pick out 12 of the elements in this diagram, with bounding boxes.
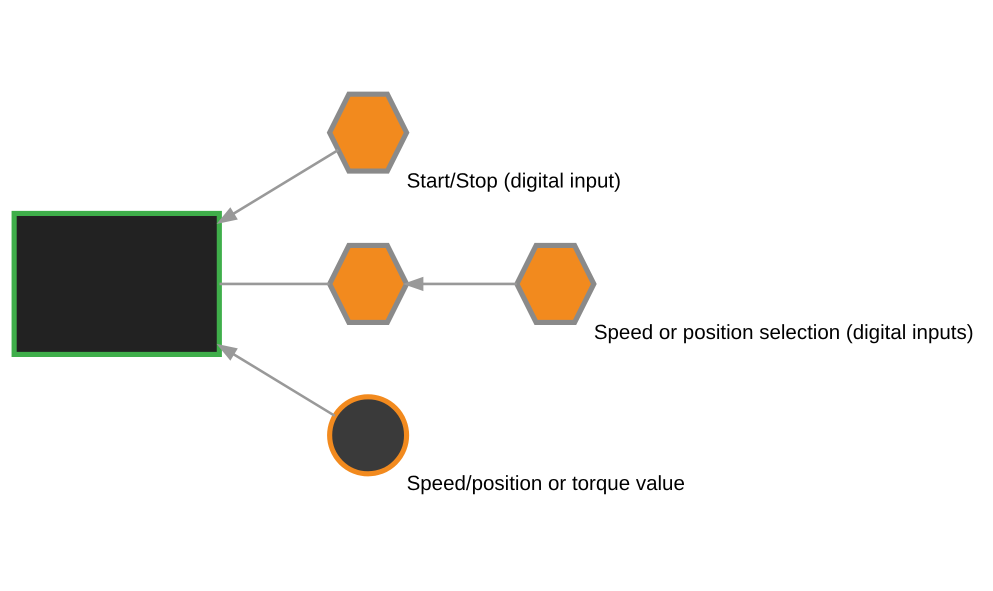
node-label: Speed/position or torque value <box>406 472 684 496</box>
node-hexagon <box>326 242 409 325</box>
node-label: Speed or position selection (digital inputs) <box>593 320 974 344</box>
node-box <box>11 210 222 358</box>
node-hexagon <box>326 92 409 174</box>
arrow <box>216 344 335 417</box>
node-label: Start/Stop (digital input) <box>406 170 620 193</box>
node-circle <box>326 394 409 476</box>
arrow <box>216 148 338 224</box>
connector <box>219 282 330 286</box>
node-hexagon <box>514 242 596 325</box>
arrow <box>402 276 516 292</box>
